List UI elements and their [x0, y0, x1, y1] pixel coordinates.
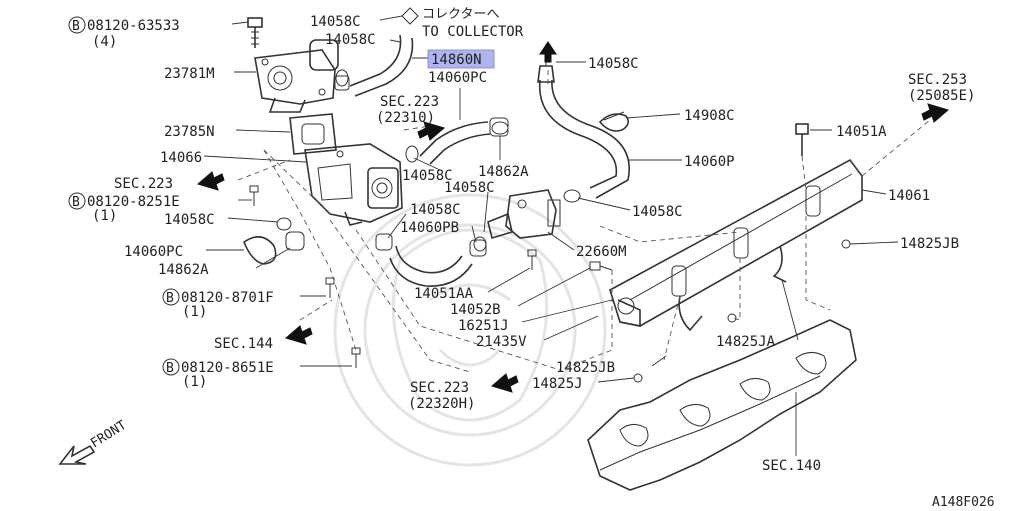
label-collector-jp: コレクターへ	[422, 7, 499, 22]
label-bolt-rail: 14051A	[836, 124, 887, 140]
label-hose-clamp-mid: 14862A	[478, 164, 529, 180]
label-clip: 14908C	[684, 108, 735, 124]
label-hose-pb: 14060PB	[400, 220, 459, 236]
sec253-arrow	[921, 103, 950, 123]
bolt-marker-top: B	[72, 19, 80, 34]
label-hose-pc-top: 14060PC	[428, 70, 487, 86]
label-gasket: 23785N	[164, 124, 215, 140]
label-bolt-8651-qty: (1)	[182, 374, 207, 390]
label-hose-p: 14060P	[684, 154, 735, 170]
bolt-marker-8701: B	[166, 291, 174, 306]
label-clamp-right: 14058C	[632, 204, 683, 220]
sec223-top-arrow	[417, 121, 446, 141]
label-sec140: SEC.140	[762, 458, 821, 474]
label-oring: 16251J	[458, 318, 509, 334]
label-sec144: SEC.144	[214, 336, 273, 352]
label-sec223-top: SEC.223	[380, 94, 439, 110]
bolt-marker-8651: B	[166, 361, 174, 376]
hose-pb-part	[375, 233, 487, 287]
label-sec253: SEC.253	[908, 72, 967, 88]
label-collector-en: TO COLLECTOR	[422, 24, 524, 40]
reference-lines	[237, 66, 931, 373]
label-figure-code: A148F026	[932, 495, 995, 510]
hose-clamps	[276, 69, 581, 252]
label-clamp-top-1: 14058C	[310, 14, 361, 30]
air-valve-part	[254, 39, 339, 113]
bolt-markers: B B B B	[68, 16, 180, 376]
label-sec223-bottom: SEC.223	[410, 380, 469, 396]
label-sec223-left: SEC.223	[114, 176, 173, 192]
leader-lines	[203, 15, 899, 456]
label-housing: 14066	[160, 150, 202, 166]
label-valve: 23781M	[164, 66, 215, 82]
label-sec253-ref: (25085E)	[908, 88, 975, 104]
label-hose-pc-left: 14060PC	[124, 244, 183, 260]
arrows	[58, 41, 950, 465]
label-clamp-mid2: 14058C	[444, 180, 495, 196]
regulator-part	[487, 189, 561, 240]
label-hose-highlight[interactable]: 14860N	[431, 52, 482, 68]
collector-hose-part	[334, 7, 419, 97]
label-bolt-8701: 08120-8701F	[181, 290, 274, 306]
label-clamp-mid: 14058C	[402, 168, 453, 184]
label-clamp-left: 14058C	[164, 212, 215, 228]
bolt-marker-8251: B	[72, 195, 80, 210]
label-bolt-8251-qty: (1)	[92, 208, 117, 224]
label-bolt-aa: 14051AA	[414, 286, 474, 302]
label-clamp-top-2: 14058C	[325, 32, 376, 48]
small-bolts	[249, 185, 851, 383]
label-seal-j: 14825J	[532, 376, 583, 392]
highlight-box	[427, 49, 495, 69]
label-rail: 14061	[888, 188, 930, 204]
rail-bolt-part	[795, 123, 809, 156]
label-bolt-8651: 08120-8651E	[181, 360, 274, 376]
label-bolt-8251: 08120-8251E	[87, 194, 180, 210]
top-bolt-part	[247, 17, 263, 48]
label-seal-jb-bottom: 14825JB	[556, 360, 615, 376]
sec223-left-arrow	[196, 171, 225, 191]
label-sensor: 21435V	[476, 334, 527, 350]
label-front: FRONT	[88, 418, 129, 452]
label-bolt-top-qty: (4)	[92, 34, 117, 50]
label-sec223-bottom-ref: (22320H)	[408, 396, 475, 412]
fuel-rail-part	[609, 158, 863, 332]
label-bolt-8701-qty: (1)	[182, 304, 207, 320]
intake-manifold-part	[587, 319, 857, 491]
label-bolt-top: 08120-63533	[87, 18, 180, 34]
gasket-part	[289, 113, 337, 155]
label-hose-clamp-left: 14862A	[158, 262, 209, 278]
label-clamp-top-right: 14058C	[588, 56, 639, 72]
collector-arrow	[539, 41, 557, 63]
label-bolt-52b: 14052B	[450, 302, 501, 318]
label-seal-ja: 14825JA	[716, 334, 776, 350]
label-sec223-top-ref: (22310)	[376, 110, 435, 126]
sec223-bottom-arrow	[490, 373, 519, 393]
watermark-emblem	[333, 193, 607, 467]
label-regulator: 22660M	[576, 244, 627, 260]
clip-part	[598, 111, 630, 132]
hose-pc-left-part	[243, 231, 305, 265]
sec144-arrow	[284, 325, 313, 345]
valve-housing-part	[304, 143, 403, 226]
front-arrow	[58, 444, 96, 465]
label-seal-jb-right: 14825JB	[900, 236, 959, 252]
label-clamp-lower: 14058C	[410, 202, 461, 218]
